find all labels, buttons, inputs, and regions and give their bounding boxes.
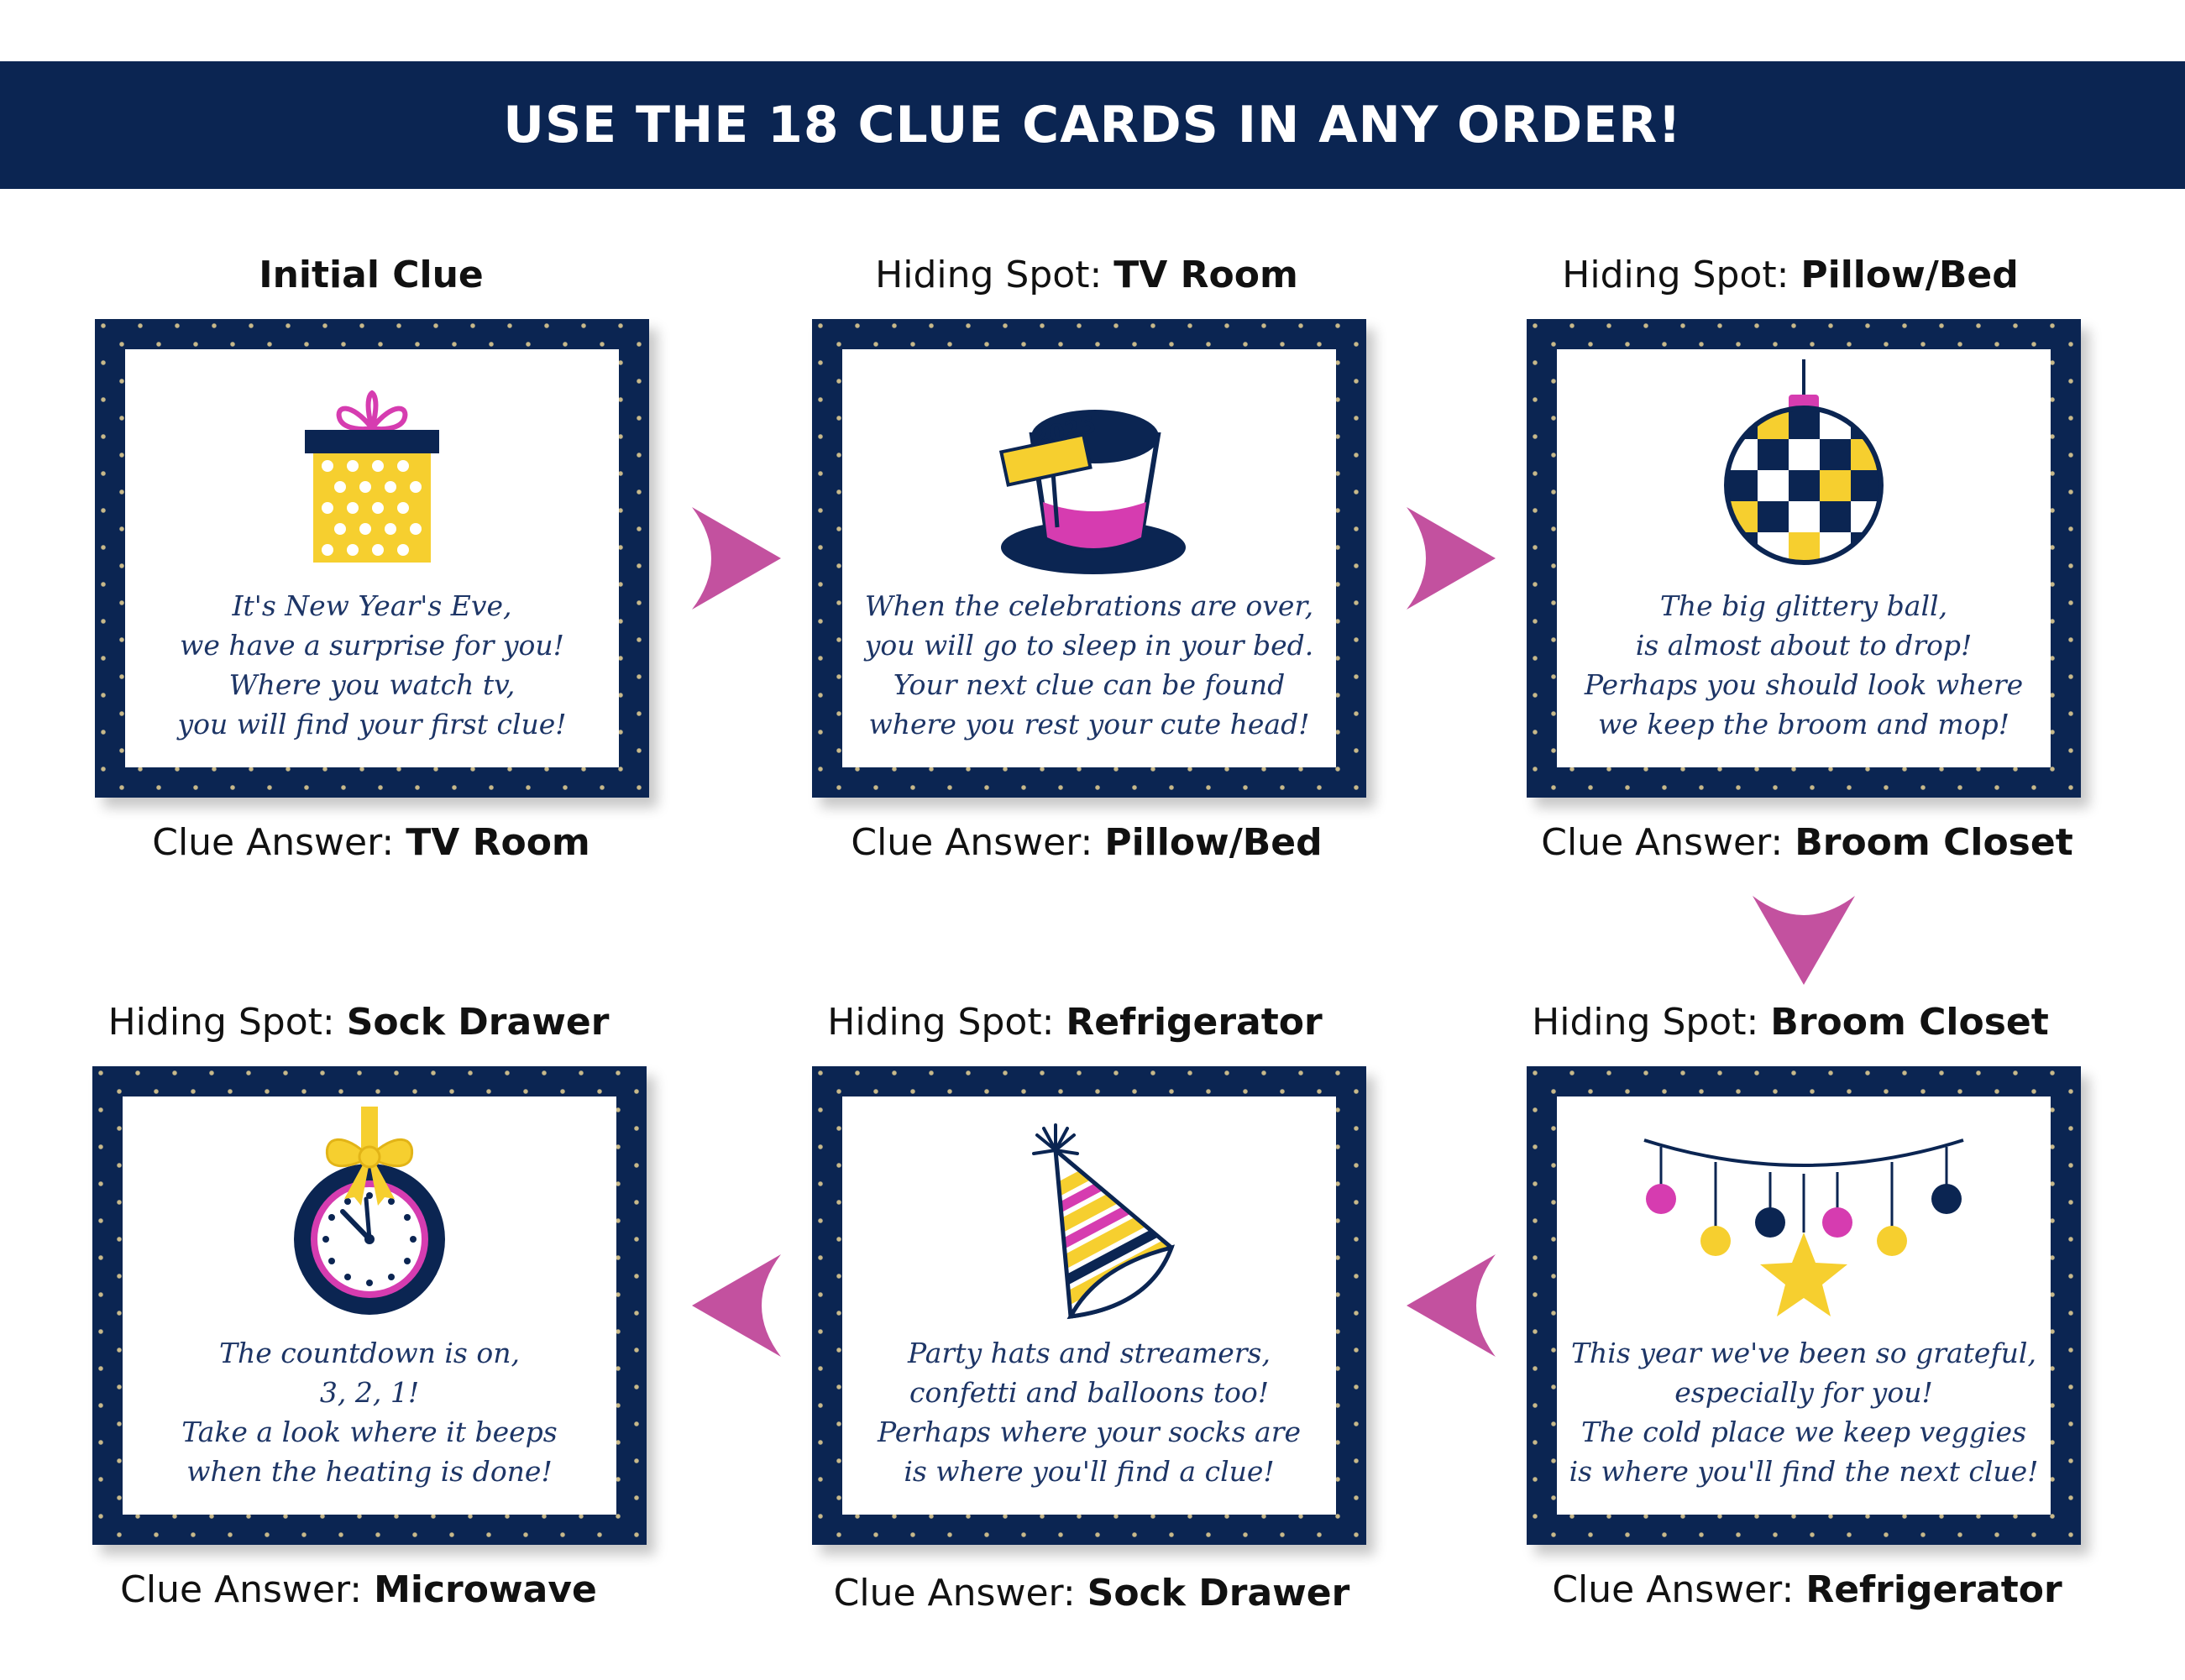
card-6-top-label: Hiding Spot: Broom Closet bbox=[1532, 1001, 2049, 1044]
card-4-top-label: Hiding Spot: Sock Drawer bbox=[107, 1001, 610, 1044]
top-hat-icon bbox=[998, 410, 1186, 574]
clue-text: The countdown is on,3, 2, 1!Take a look … bbox=[181, 1337, 558, 1488]
clue-card-3: The big glittery ball,is almost about to… bbox=[1527, 319, 2081, 798]
clock-ornament-icon bbox=[294, 1107, 445, 1315]
clue-card-4: The countdown is on,3, 2, 1!Take a look … bbox=[92, 1066, 647, 1545]
arrow-right-icon bbox=[1407, 507, 1496, 610]
clue-text: Party hats and streamers,confetti and ba… bbox=[877, 1337, 1302, 1488]
clue-card-6: This year we've been so grateful,especia… bbox=[1527, 1066, 2081, 1545]
page-title: USE THE 18 CLUE CARDS IN ANY ORDER! bbox=[503, 96, 1682, 154]
party-hat-icon bbox=[1032, 1123, 1175, 1320]
card-6-answer-label: Clue Answer: Refrigerator bbox=[1552, 1568, 2062, 1611]
arrow-left-icon bbox=[1407, 1254, 1496, 1357]
card-1-top-label: Initial Clue bbox=[259, 254, 484, 296]
header-banner: USE THE 18 CLUE CARDS IN ANY ORDER! bbox=[0, 61, 2185, 189]
card-4-answer-label: Clue Answer: Microwave bbox=[120, 1568, 597, 1611]
clue-text: The big glittery ball,is almost about to… bbox=[1584, 589, 2024, 741]
clue-card-1: It's New Year's Eve,we have a surprise f… bbox=[95, 319, 649, 798]
arrow-right-icon bbox=[692, 507, 781, 610]
card-3-top-label: Hiding Spot: Pillow/Bed bbox=[1562, 254, 2019, 296]
card-5-top-label: Hiding Spot: Refrigerator bbox=[827, 1001, 1323, 1044]
disco-ball-icon bbox=[1724, 359, 1884, 565]
card-5-answer-label: Clue Answer: Sock Drawer bbox=[833, 1572, 1350, 1615]
arrow-left-icon bbox=[692, 1254, 781, 1357]
card-2-answer-label: Clue Answer: Pillow/Bed bbox=[851, 821, 1323, 864]
clue-card-5: Party hats and streamers,confetti and ba… bbox=[812, 1066, 1366, 1545]
card-3-answer-label: Clue Answer: Broom Closet bbox=[1541, 821, 2073, 864]
gift-box-icon bbox=[305, 390, 439, 563]
clue-text: It's New Year's Eve,we have a surprise f… bbox=[177, 589, 567, 741]
clue-text: When the celebrations are over,you will … bbox=[864, 589, 1314, 741]
card-2-top-label: Hiding Spot: TV Room bbox=[875, 254, 1298, 296]
clue-card-2: 2025 When the celebrations are over,you … bbox=[812, 319, 1366, 798]
card-1-answer-label: Clue Answer: TV Room bbox=[152, 821, 590, 864]
ornament-garland-icon bbox=[1643, 1138, 1964, 1316]
clue-text: This year we've been so grateful,especia… bbox=[1569, 1337, 2039, 1488]
arrow-down-icon bbox=[1753, 896, 1855, 985]
